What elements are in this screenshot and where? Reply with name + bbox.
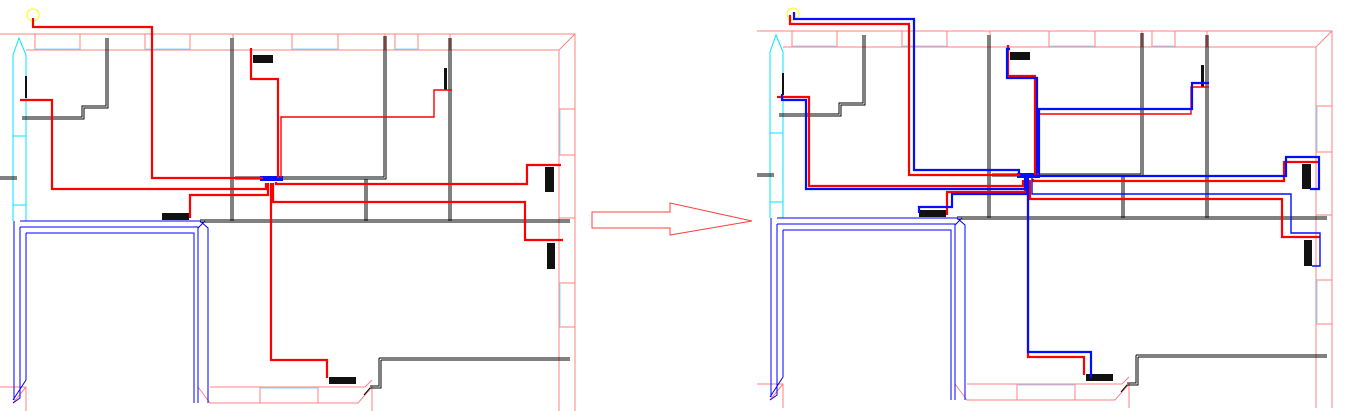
- supply-pipes: [775, 13, 1322, 377]
- return-pipes: [780, 12, 1321, 378]
- floor-plan: [0, 33, 576, 411]
- supply-pipes: [18, 16, 565, 380]
- after-panel: [756, 7, 1333, 409]
- before-panel: [0, 8, 576, 411]
- transform-arrow-icon: [591, 202, 753, 236]
